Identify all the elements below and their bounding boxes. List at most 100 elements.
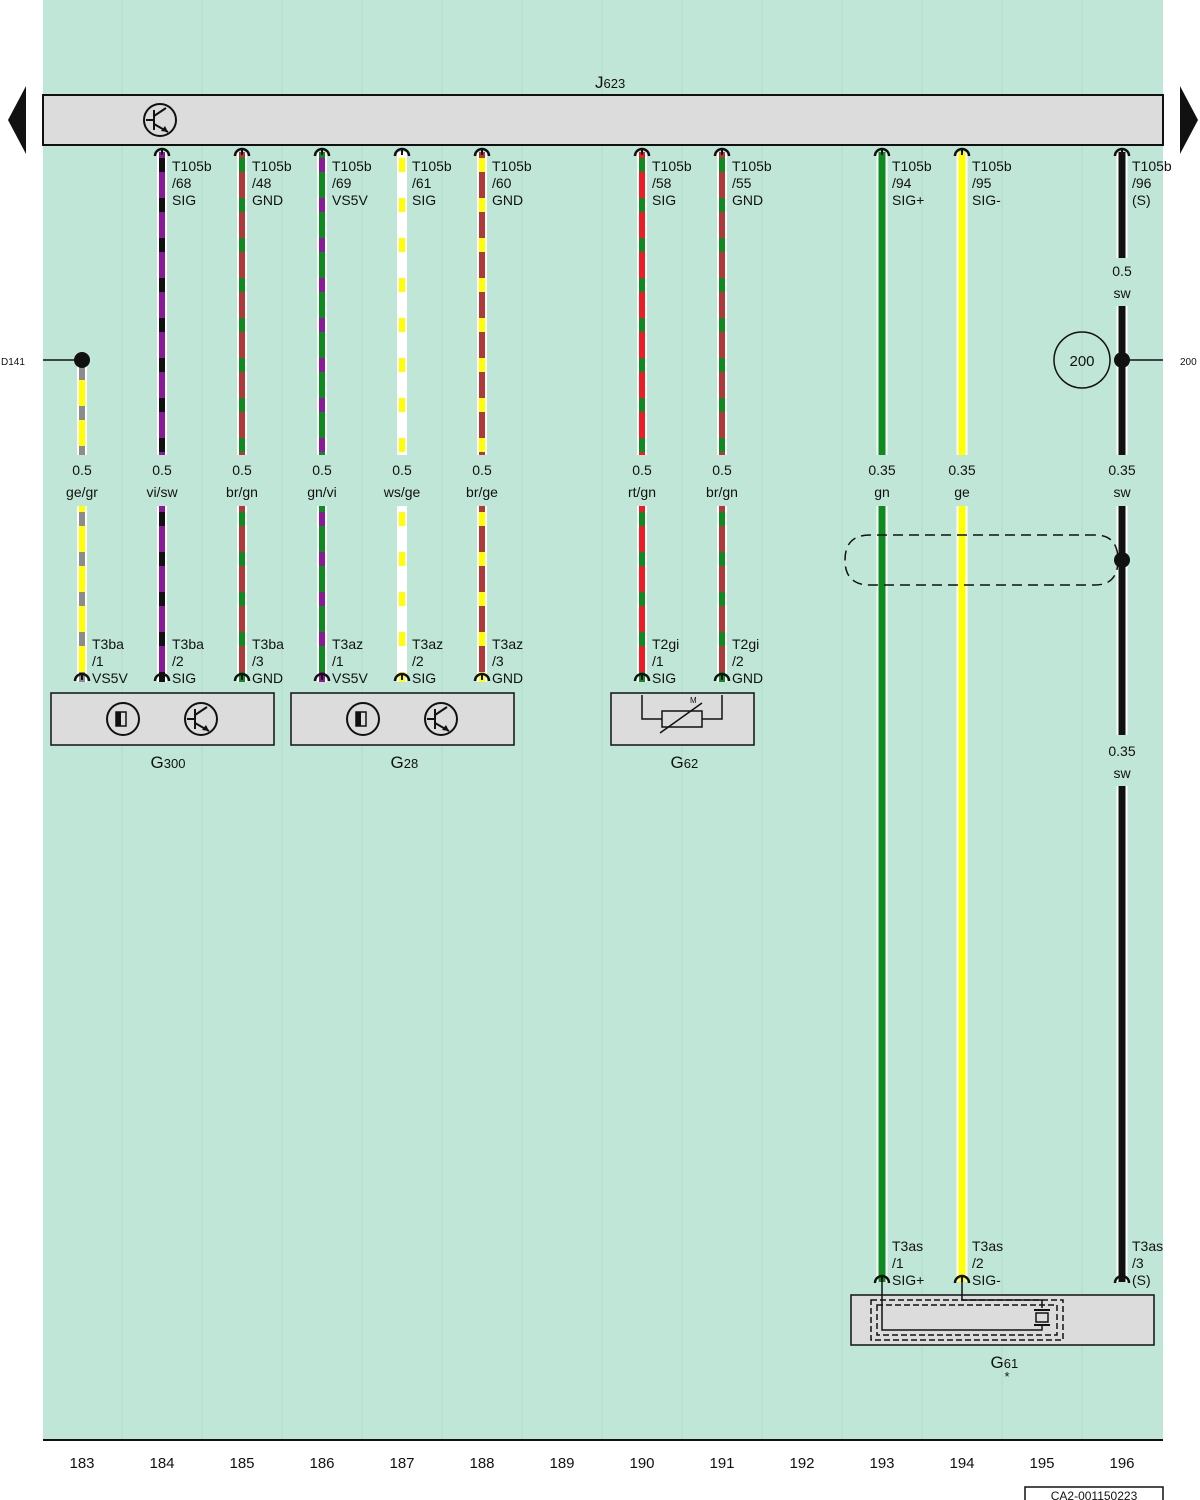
sensor-housing-inner [876,1304,1058,1336]
component-pin-label: SIG [652,670,676,686]
component-box[interactable] [290,692,515,746]
component-box[interactable] [610,692,755,746]
splice-reference-label: 200 [1069,353,1094,370]
component-g61[interactable]: G61* [850,1282,1155,1384]
component-pin-label: T2gi [652,636,679,652]
thermistor-icon [661,710,703,728]
column-number: 191 [709,1455,734,1472]
ecu-j623-box [42,94,1164,146]
edge-ref-right[interactable]: 200 [1180,357,1197,368]
component-box[interactable] [50,692,275,746]
wire-color-code-label: sw [1113,765,1131,781]
column-number: 193 [869,1455,894,1472]
wire-size-label: 0.5 [392,462,412,478]
continuation-arrow-right-icon[interactable] [1180,86,1198,154]
ecu-pin-label: T105b [652,158,692,174]
component-pin-label: SIG [412,670,436,686]
piezo-crystal-icon [1035,1312,1049,1323]
ecu-pin-label: SIG- [972,192,1001,208]
wires-layer [73,147,1131,1284]
splice-point-right [1114,352,1130,368]
component-name-label: G62 [671,753,699,772]
component-g62[interactable]: G62 M [610,692,755,772]
column-number: 187 [389,1455,414,1472]
column-number: 196 [1109,1455,1134,1472]
wire-size-label: 0.5 [72,462,92,478]
ecu-pin-label: /58 [652,175,672,191]
component-pin-label: T3ba [252,636,284,652]
component-name-label: G28 [391,753,419,772]
hall-element-fill [356,712,361,726]
component-pin-label: T2gi [732,636,759,652]
component-name-label: G300 [151,753,186,772]
column-number: 186 [309,1455,334,1472]
component-pin-label: /1 [332,653,344,669]
column-number: 190 [629,1455,654,1472]
hall-sensor-icon [106,702,140,736]
column-number: 195 [1029,1455,1054,1472]
drawing-id: CA2-001150223 [1051,1489,1138,1500]
component-pin-label: VS5V [332,670,368,686]
thermistor-slash [659,702,703,734]
component-pin-label: GND [252,670,283,686]
column-number: 188 [469,1455,494,1472]
component-pin-label: /2 [172,653,184,669]
thermistor-mark: M [690,696,697,705]
component-pin-label: T3az [412,636,443,652]
component-pin-label: GND [732,670,763,686]
wire-size-label: 0.35 [1108,462,1135,478]
component-pin-label: GND [492,670,523,686]
wire-size-label: 0.5 [232,462,252,478]
ecu-pin-label: SIG [652,192,676,208]
component-pin-label: /3 [492,653,504,669]
wire-color-code-label: ge [954,484,970,500]
drawing-id-box [1024,1486,1164,1500]
column-number: 185 [229,1455,254,1472]
wire-size-label: 0.5 [312,462,332,478]
shield-ground-splice [1114,552,1130,568]
component-pin-label: (S) [1132,1272,1151,1288]
component-pin-label: SIG- [972,1272,1001,1288]
transistor-icon [424,702,458,736]
component-g300[interactable]: G300 [50,692,275,772]
component-pin-label: T3as [972,1238,1003,1254]
ecu-pin-label: GND [732,192,763,208]
component-pin-label: T3ba [92,636,124,652]
component-pin-label: /1 [892,1255,904,1271]
component-pin-label: /3 [1132,1255,1144,1271]
column-number: 184 [149,1455,174,1472]
ecu-pin-label: T105b [892,158,932,174]
continuation-arrow-left-icon[interactable] [8,86,26,154]
column-number: 189 [549,1455,574,1472]
edge-ref-left[interactable]: D141 [1,357,25,368]
component-name-label: G61 [991,1353,1019,1372]
wire-color-code-label: br/gn [706,484,738,500]
ecu-pin-label: (S) [1132,192,1151,208]
component-g28[interactable]: G28 [290,692,515,772]
wire-color-code-label: ge/gr [66,484,98,500]
column-number: 194 [949,1455,974,1472]
wire-size-label: 0.35 [1108,743,1135,759]
component-footnote: * [1005,1369,1010,1384]
components-layer: G300 G28 G62 M G61* [50,692,1155,1384]
wire-color-code-label: br/ge [466,484,498,500]
component-box[interactable] [850,1294,1155,1346]
wire-size-label: 0.5 [632,462,652,478]
column-number: 192 [789,1455,814,1472]
wire-size-label: 0.5 [712,462,732,478]
component-pin-label: /1 [652,653,664,669]
component-pin-label: T3az [492,636,523,652]
component-pin-label: /3 [252,653,264,669]
ecu-pin-label: /60 [492,175,512,191]
wire-size-label: 0.5 [472,462,492,478]
wire-color-code-label: vi/sw [146,484,178,500]
ecu-pin-label: VS5V [332,192,368,208]
wire-color-code-label: sw [1113,285,1131,301]
ecu-pin-label: /96 [1132,175,1152,191]
ecu-pin-label: T105b [412,158,452,174]
wire-color-code-label: gn/vi [307,484,337,500]
transistor-icon [184,702,218,736]
ecu-transistor-icon [143,103,177,137]
